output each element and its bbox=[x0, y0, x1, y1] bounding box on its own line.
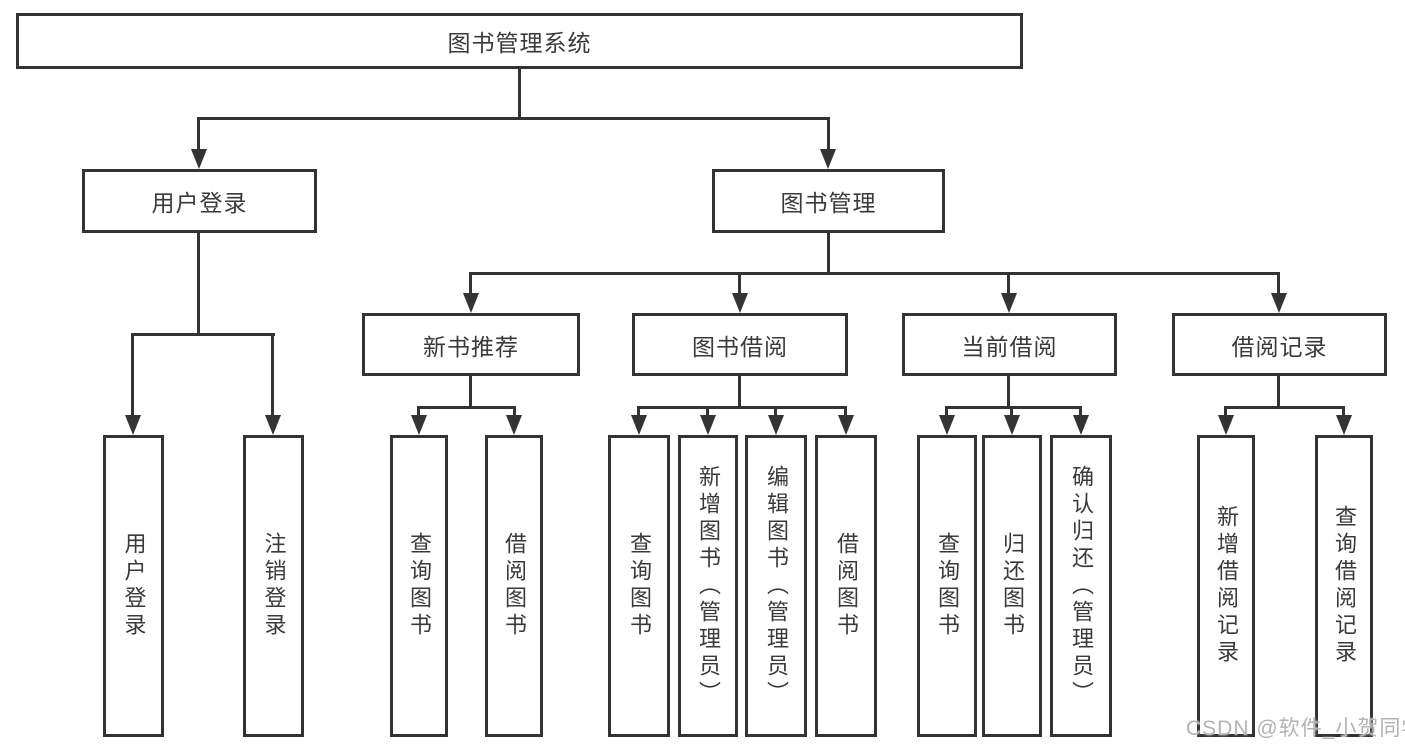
connector-s1-bus bbox=[417, 406, 516, 409]
connector-root-bus bbox=[198, 117, 830, 120]
arrowhead-s3-return-books bbox=[1004, 415, 1020, 435]
connector-s1c1-drop bbox=[417, 406, 420, 419]
connector-s2c1-drop bbox=[637, 406, 640, 419]
connector-logout-drop bbox=[271, 333, 274, 419]
connector-section1-drop bbox=[469, 272, 472, 297]
connector-s4-bus bbox=[1224, 406, 1345, 409]
connector-bookbranch-stem bbox=[827, 233, 830, 275]
arrowhead-s2-borrow-books bbox=[838, 415, 854, 435]
arrowhead-s4-add-record bbox=[1218, 415, 1234, 435]
arrowhead-userlogin-leaf bbox=[125, 415, 141, 435]
connector-s2c4-drop bbox=[844, 406, 847, 419]
connector-s3-bus bbox=[945, 406, 1082, 409]
node-edit-books-admin: 编辑图书（管理员） bbox=[745, 435, 807, 737]
node-add-books-admin: 新增图书（管理员） bbox=[678, 435, 738, 737]
node-book-borrowing: 图书借阅 bbox=[632, 313, 848, 376]
connector-s2-bus bbox=[637, 406, 847, 409]
node-current-borrowing: 当前借阅 bbox=[902, 313, 1117, 376]
node-add-borrow-record: 新增借阅记录 bbox=[1197, 435, 1255, 737]
arrowhead-new-book-recommendation bbox=[463, 293, 479, 313]
node-confirm-return-admin: 确认归还（管理员） bbox=[1050, 435, 1112, 737]
connector-s1c2-drop bbox=[513, 406, 516, 419]
node-borrow-books-2: 借阅图书 bbox=[815, 435, 877, 737]
node-book-management-branch: 图书管理 bbox=[712, 169, 945, 233]
connector-userbranch-bus bbox=[132, 333, 275, 336]
connector-userbranch-stem bbox=[197, 233, 200, 336]
arrowhead-s1-borrow-books bbox=[506, 415, 522, 435]
connector-root-stem bbox=[518, 67, 521, 120]
connector-s2c2-drop bbox=[706, 406, 709, 419]
arrowhead-s3-query-books bbox=[939, 415, 955, 435]
arrowhead-s4-query-record bbox=[1336, 415, 1352, 435]
node-new-book-recommendation: 新书推荐 bbox=[362, 313, 580, 376]
connector-s3-stem bbox=[1007, 376, 1010, 409]
node-user-login-branch: 用户登录 bbox=[82, 169, 317, 233]
arrowhead-current-borrowing bbox=[1001, 293, 1017, 313]
arrowhead-s2-add-books bbox=[700, 415, 716, 435]
node-user-login-leaf: 用户登录 bbox=[103, 435, 164, 737]
connector-s2c3-drop bbox=[774, 406, 777, 419]
node-root-system: 图书管理系统 bbox=[16, 13, 1023, 69]
connector-userlogin-drop bbox=[131, 333, 134, 419]
node-borrow-books-1: 借阅图书 bbox=[485, 435, 543, 737]
connector-s3c1-drop bbox=[945, 406, 948, 419]
connector-bookbranch-bus bbox=[469, 272, 1280, 275]
connector-s3c2-drop bbox=[1010, 406, 1013, 419]
arrowhead-borrowing-records bbox=[1271, 293, 1287, 313]
connector-section4-drop bbox=[1277, 272, 1280, 297]
arrowhead-s3-confirm-return bbox=[1073, 415, 1089, 435]
arrowhead-s2-edit-books bbox=[768, 415, 784, 435]
node-query-books-2: 查询图书 bbox=[608, 435, 670, 737]
node-borrowing-records: 借阅记录 bbox=[1172, 313, 1387, 376]
connector-s2-stem bbox=[738, 376, 741, 409]
arrowhead-s2-query-books bbox=[631, 415, 647, 435]
node-return-books: 归还图书 bbox=[982, 435, 1042, 737]
arrowhead-user-login bbox=[191, 149, 207, 169]
connector-s4-stem bbox=[1277, 376, 1280, 409]
connector-section3-drop bbox=[1007, 272, 1010, 297]
node-query-borrow-record: 查询借阅记录 bbox=[1315, 435, 1373, 737]
node-logout-leaf: 注销登录 bbox=[243, 435, 304, 737]
csdn-watermark: CSDN @软件_小贺同学 bbox=[1186, 717, 1405, 740]
connector-book-drop bbox=[827, 117, 830, 153]
connector-user-drop bbox=[197, 117, 200, 153]
connector-s4c2-drop bbox=[1342, 406, 1345, 419]
connector-s1-stem bbox=[469, 376, 472, 409]
arrowhead-logout-leaf bbox=[265, 415, 281, 435]
arrowhead-book-management bbox=[820, 149, 836, 169]
connector-s3c3-drop bbox=[1079, 406, 1082, 419]
arrowhead-book-borrowing bbox=[732, 293, 748, 313]
node-query-books-3: 查询图书 bbox=[917, 435, 977, 737]
arrowhead-s1-query-books bbox=[411, 415, 427, 435]
connector-s4c1-drop bbox=[1224, 406, 1227, 419]
node-query-books-1: 查询图书 bbox=[390, 435, 448, 737]
connector-section2-drop bbox=[738, 272, 741, 297]
